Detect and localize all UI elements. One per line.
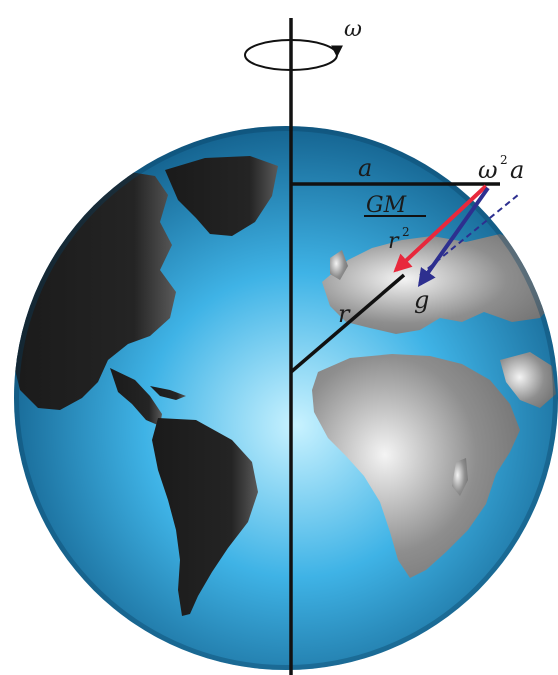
radius-label: r — [338, 300, 351, 328]
omega-label: ω — [344, 17, 362, 42]
rotation-ellipse-front — [244, 54, 338, 71]
britain-shape — [330, 250, 348, 280]
centrifugal-power-label: 2 — [500, 153, 508, 167]
centrifugal-radius-label: a — [510, 156, 524, 184]
effective-gravity-arrow — [417, 186, 490, 287]
gravity-denominator-label: r — [388, 229, 400, 254]
gravity-numerator-label: GM — [366, 193, 407, 218]
greenland-shape — [165, 156, 278, 236]
gravity-power-label: 2 — [402, 225, 410, 239]
radius-line — [289, 273, 406, 374]
effective-gravity-label: g — [414, 286, 429, 314]
madagascar-shape — [452, 458, 468, 496]
caribbean-islands-shape — [150, 386, 186, 400]
arabia-shape — [500, 352, 556, 408]
rotation-ellipse-back — [244, 39, 343, 58]
south-america-shape — [152, 418, 258, 616]
europe-shape — [322, 234, 556, 334]
europe-africa-landmass — [312, 234, 556, 578]
africa-shape — [312, 354, 520, 578]
centrifugal-omega-label: ω — [478, 156, 498, 184]
gravity-arrow — [393, 184, 488, 273]
central-america-shape — [110, 368, 162, 426]
rotation-indicator — [244, 39, 343, 71]
equatorial-radius-label: a — [358, 154, 372, 182]
